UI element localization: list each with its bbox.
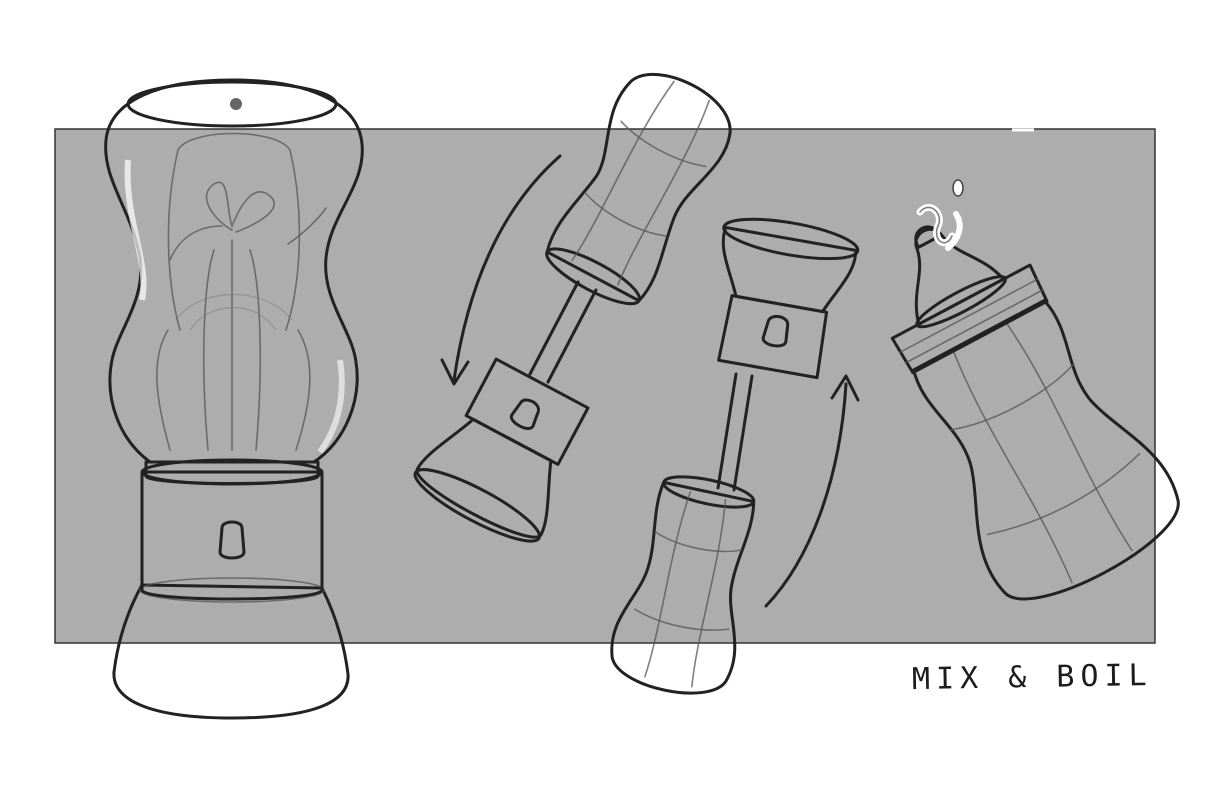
- droplet-icon: [952, 179, 964, 197]
- base-foot: [112, 583, 350, 720]
- base-cylinder: [140, 470, 324, 601]
- backdrop-panel: [54, 128, 1156, 644]
- caption-label: MIX & BOIL: [911, 657, 1153, 698]
- power-button-icon: [218, 520, 246, 560]
- assembled-bottle-on-base: [104, 78, 364, 720]
- rotate-arrow-up: [764, 382, 848, 608]
- upright-base-with-bottle: [610, 217, 860, 695]
- nipple-icon: [914, 227, 1006, 326]
- inverted-bottle-with-base: [413, 72, 732, 543]
- baby-bottle-body: [912, 298, 1180, 601]
- bottle-glass-body: [104, 78, 364, 464]
- rotate-arrow-down: [452, 154, 562, 382]
- finished-baby-bottle: [890, 179, 1180, 601]
